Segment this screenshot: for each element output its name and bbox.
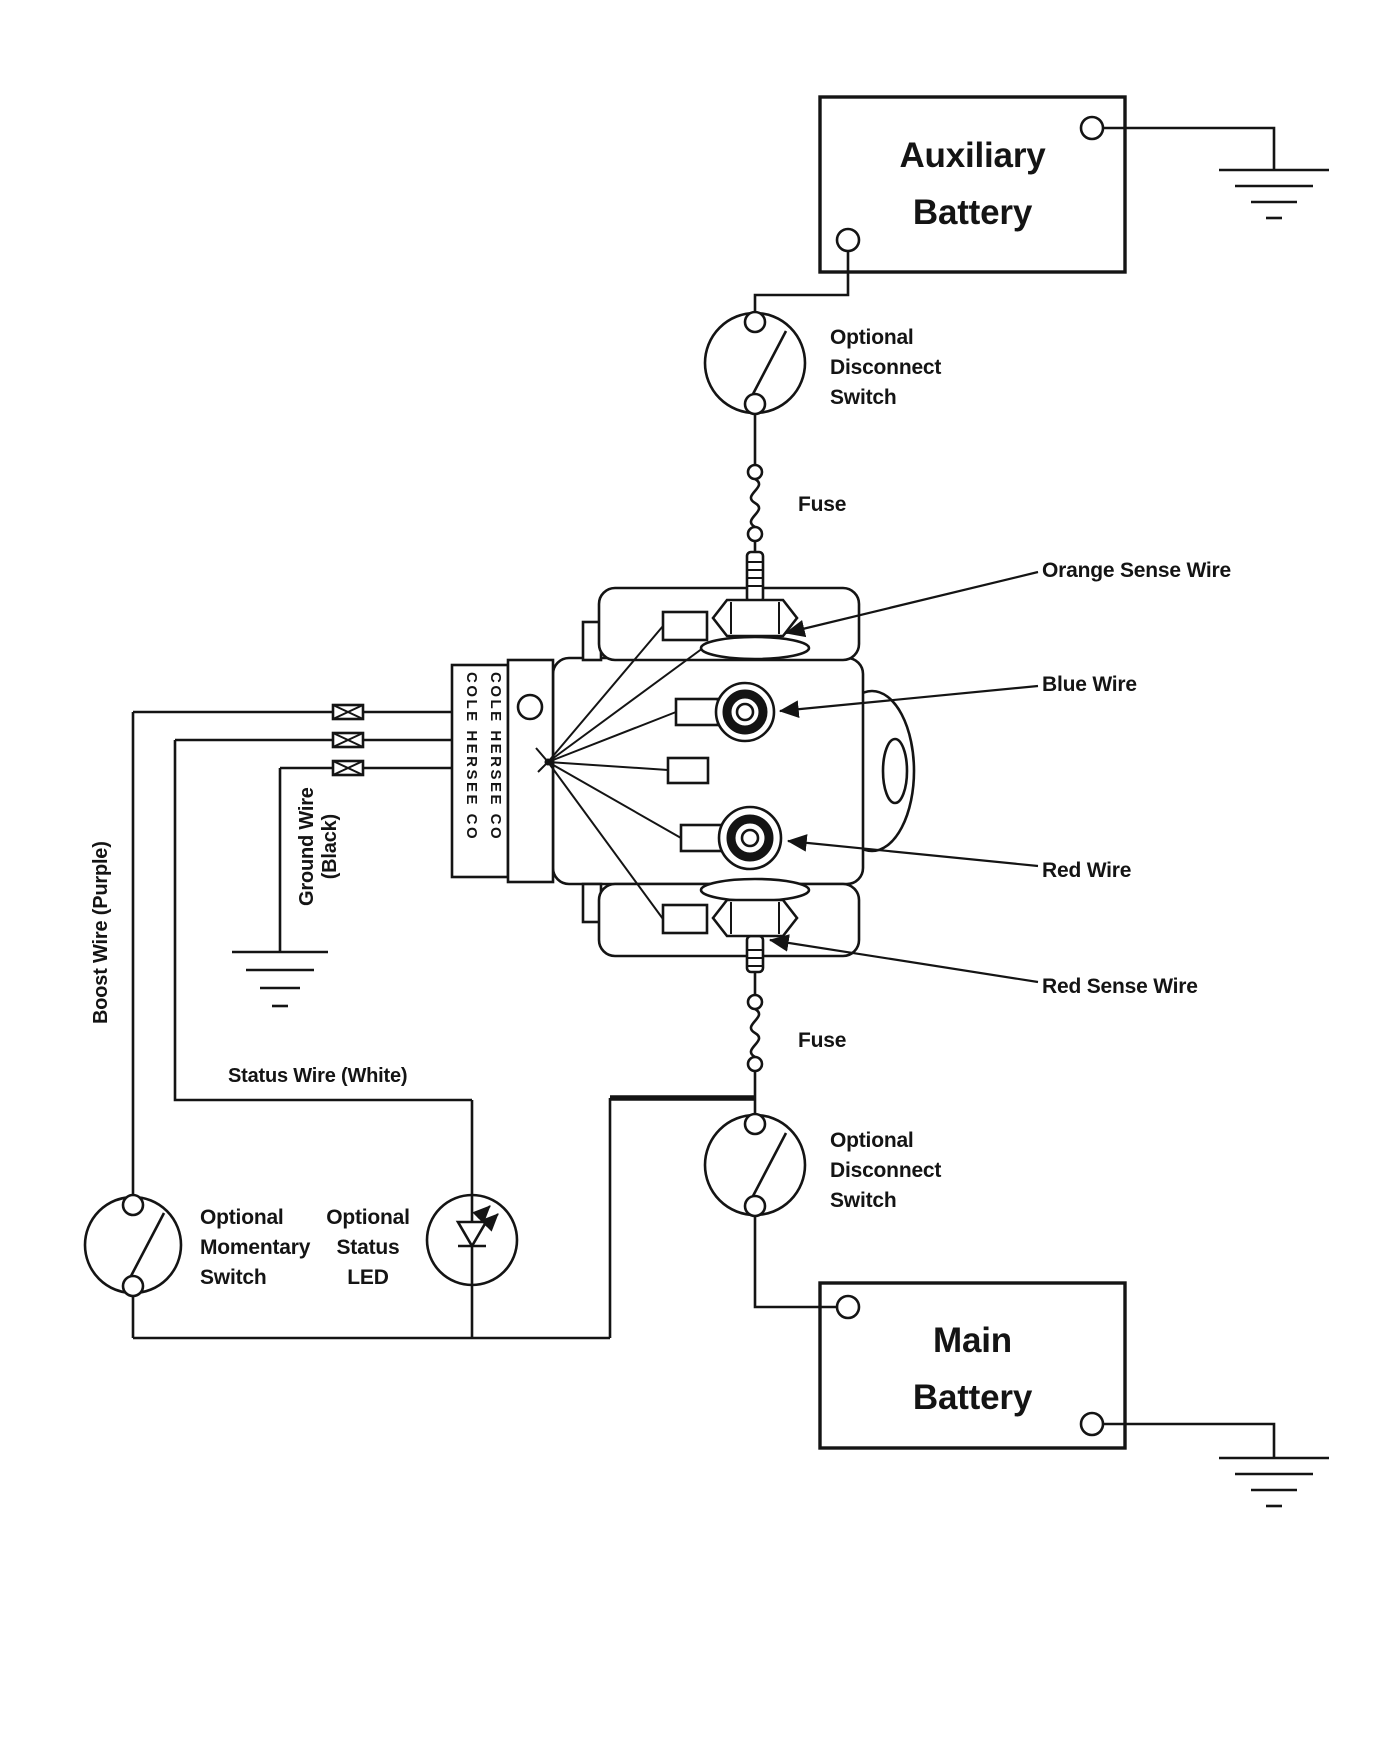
- solenoid-bottom-terminal: [699, 877, 811, 974]
- blue-wire-label: Blue Wire: [1042, 673, 1137, 696]
- fuse-top-symbol: [746, 414, 764, 553]
- main-battery-terminal-pos: [835, 1294, 861, 1320]
- status-wire-run: [173, 740, 474, 1195]
- red-wire-leader: [786, 834, 1039, 868]
- fuse-bottom-label: Fuse: [798, 1029, 847, 1052]
- solenoid-body: [450, 550, 916, 974]
- solenoid-leads: [133, 703, 452, 777]
- solenoid-red-terminal: [679, 805, 783, 871]
- red-sense-leader: [768, 934, 1039, 984]
- momentary-switch-label: Optional Momentary Switch: [200, 1206, 311, 1289]
- main-battery-label: Main Battery: [912, 1321, 1033, 1417]
- aux-battery-label: Auxiliary Battery: [899, 136, 1046, 232]
- status-led-symbol: [425, 1193, 519, 1338]
- wire-label-leaders: [768, 570, 1039, 984]
- red-sense-wire-label: Red Sense Wire: [1042, 975, 1198, 998]
- momentary-switch-symbol: [83, 1193, 183, 1338]
- solenoid-blue-terminal: [674, 681, 776, 743]
- fuse-bottom-symbol: [746, 972, 764, 1114]
- ground-symbol-main: [1103, 1422, 1329, 1508]
- blue-wire-leader: [778, 684, 1039, 718]
- disconnect-switch-bottom-symbol: [703, 1112, 807, 1218]
- solenoid-internal-wires: [535, 625, 704, 920]
- wire-switch-to-main: [753, 1216, 837, 1309]
- main-battery-box: [818, 1281, 1127, 1450]
- solenoid-brand-text: COLE HERSEE CO: [463, 672, 480, 842]
- disconnect-switch-top-symbol: [703, 310, 807, 416]
- orange-sense-leader: [784, 570, 1039, 638]
- ground-symbol-solenoid: [232, 768, 328, 1008]
- boost-wire-label: Boost Wire (Purple): [90, 841, 112, 1024]
- momentary-branch-wires: [133, 1095, 755, 1340]
- solenoid-brand-block: [450, 663, 510, 879]
- red-wire-label: Red Wire: [1042, 859, 1132, 882]
- solenoid-top-terminal: [699, 550, 811, 661]
- disconnect-switch-bottom-label: Optional Disconnect Switch: [830, 1129, 942, 1212]
- solenoid-brand-text-2: COLE HERSEE CO: [487, 672, 504, 842]
- fuse-top-label: Fuse: [798, 493, 847, 516]
- wire-aux-to-switch: [753, 251, 850, 312]
- ground-wire-label: Ground Wire (Black): [296, 787, 341, 906]
- status-led-label: Optional Status LED: [326, 1206, 410, 1289]
- orange-sense-wire-label: Orange Sense Wire: [1042, 559, 1231, 582]
- disconnect-switch-top-label: Optional Disconnect Switch: [830, 326, 942, 409]
- ground-symbol-aux: [1103, 126, 1329, 220]
- status-wire-label: Status Wire (White): [228, 1065, 408, 1087]
